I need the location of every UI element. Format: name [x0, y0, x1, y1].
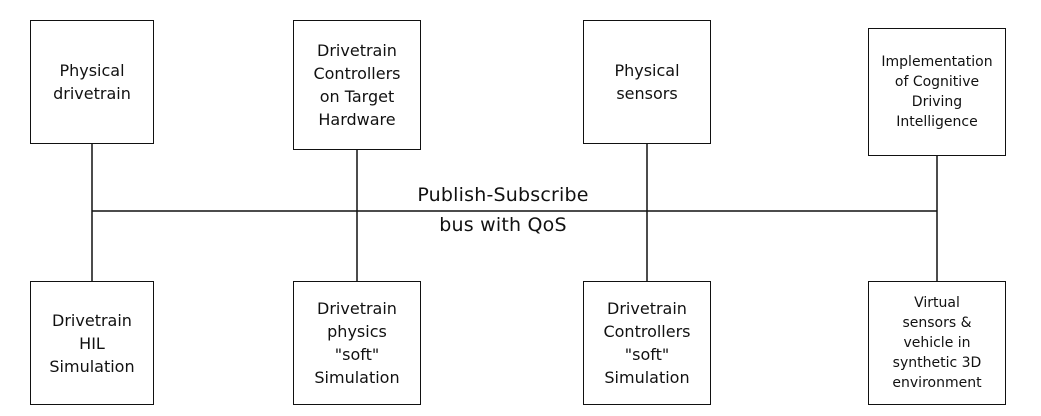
- node-drivetrain-controllers-hardware: Drivetrain Controllers on Target Hardwar…: [293, 20, 421, 150]
- node-label: Physical sensors: [614, 61, 680, 103]
- node-controllers-soft-simulation: Drivetrain Controllers "soft" Simulation: [583, 281, 711, 405]
- node-label: Drivetrain HIL Simulation: [49, 310, 135, 376]
- node-label: Drivetrain physics "soft" Simulation: [314, 299, 400, 387]
- node-label: Implementation of Cognitive Driving Inte…: [881, 54, 993, 130]
- node-physical-drivetrain: Physical drivetrain: [30, 20, 154, 144]
- node-label: Physical drivetrain: [53, 61, 131, 103]
- node-hil-simulation: Drivetrain HIL Simulation: [30, 281, 154, 405]
- node-physical-sensors: Physical sensors: [583, 20, 711, 144]
- node-cognitive-intelligence: Implementation of Cognitive Driving Inte…: [868, 28, 1006, 156]
- node-label: Drivetrain Controllers "soft" Simulation: [603, 299, 691, 387]
- bus-label-line1: Publish-Subscribe: [417, 184, 589, 206]
- node-label: Drivetrain Controllers on Target Hardwar…: [313, 41, 401, 129]
- node-label: Virtual sensors & vehicle in synthetic 3…: [892, 295, 982, 391]
- node-physics-soft-simulation: Drivetrain physics "soft" Simulation: [293, 281, 421, 405]
- node-virtual-sensors: Virtual sensors & vehicle in synthetic 3…: [868, 281, 1006, 405]
- bus-label-line2: bus with QoS: [439, 214, 567, 236]
